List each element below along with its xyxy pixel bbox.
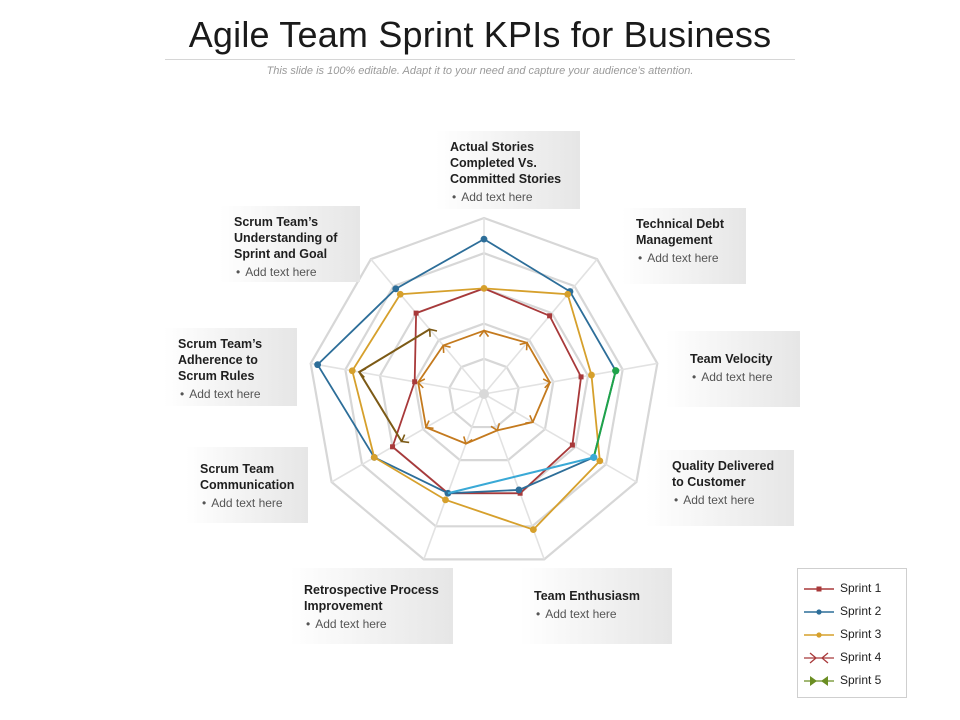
kpi-card-bullet: Add text here (672, 493, 788, 507)
kpi-card-bullet: Add text here (178, 387, 291, 401)
data-point-sprint-3 (564, 290, 572, 298)
kpi-card-title: Retrospective Process Improvement (304, 583, 439, 613)
highlight-point (612, 367, 620, 375)
kpi-card-scrum-communication: Scrum Team Communication Add text here (186, 447, 308, 523)
page-subtitle: This slide is 100% editable. Adapt it to… (266, 65, 694, 77)
radar-spoke (331, 393, 485, 483)
radar-spoke (370, 258, 485, 395)
data-point-sprint-3 (588, 371, 595, 379)
kpi-card-title: Team Velocity (690, 352, 773, 366)
data-point-sprint-5 (357, 367, 367, 379)
data-point-sprint-1 (413, 310, 419, 316)
data-point-sprint-2 (480, 235, 488, 243)
data-point-sprint-1 (569, 442, 575, 448)
kpi-card-title: Actual Stories Completed Vs. Committed S… (450, 140, 562, 186)
data-point-sprint-5 (428, 328, 438, 337)
series-line-sprint-4 (417, 329, 551, 445)
radar-grid-ring (448, 357, 520, 429)
radar-grid-ring (344, 252, 624, 528)
line-circle-marker-icon (804, 632, 834, 638)
converging-arrows-icon (804, 676, 834, 686)
kpi-card-bullet: Add text here (200, 496, 302, 510)
line-square-marker-icon (804, 586, 834, 592)
data-point-sprint-4 (442, 344, 451, 353)
data-point-sprint-2 (515, 486, 523, 494)
kpi-card-title: Scrum Team’s Understanding of Sprint and… (234, 215, 338, 261)
data-point-sprint-4 (416, 378, 426, 389)
series-line-sprint-3 (351, 287, 601, 531)
data-point-sprint-3 (348, 367, 356, 375)
kpi-card-title: Team Enthusiasm (534, 589, 641, 603)
data-point-sprint-4 (525, 414, 534, 424)
data-point-sprint-4 (478, 329, 490, 338)
kpi-card-bullet: Add text here (534, 607, 666, 621)
radar-center-dot (479, 389, 489, 399)
kpi-card-bullet: Add text here (636, 251, 740, 265)
legend-label: Sprint 4 (840, 650, 882, 664)
data-point-sprint-4 (424, 420, 434, 430)
kpi-card-team-velocity: Team Velocity Add text here (666, 331, 800, 407)
data-point-sprint-5 (400, 434, 410, 444)
data-point-sprint-4 (462, 436, 473, 445)
data-point-sprint-3 (442, 496, 449, 504)
legend-item-sprint-5: Sprint 5 (798, 672, 906, 690)
data-point-sprint-4 (542, 378, 552, 389)
radar-grid-ring (309, 216, 659, 561)
data-point-sprint-3 (529, 526, 537, 534)
data-point-sprint-3 (396, 290, 404, 298)
line-circle-marker-icon (804, 609, 834, 615)
kpi-card-title: Quality Delivered to Customer (672, 459, 775, 489)
kpi-card-bullet: Add text here (234, 265, 354, 279)
kpi-card-scrum-adherence: Scrum Team’s Adherence to Scrum Rules Ad… (164, 328, 297, 406)
radar-spoke (483, 258, 598, 395)
kpi-card-bullet: Add text here (450, 190, 574, 204)
data-point-sprint-3 (370, 453, 378, 461)
legend-label: Sprint 1 (840, 581, 882, 595)
kpi-card-retrospective: Retrospective Process Improvement Add te… (290, 568, 453, 644)
data-point-sprint-2 (314, 361, 322, 369)
kpi-card-title: Technical Debt Management (636, 217, 724, 247)
converging-arrows-icon (804, 652, 834, 664)
data-point-sprint-1 (412, 379, 418, 385)
radar-grid-ring (413, 322, 555, 462)
data-point-sprint-3 (480, 285, 488, 292)
legend-label: Sprint 3 (840, 627, 882, 641)
title-divider (165, 59, 795, 60)
data-point-sprint-1 (547, 313, 553, 319)
data-point-sprint-1 (517, 490, 523, 496)
highlight-segment (592, 370, 617, 458)
chart-legend: Sprint 1 Sprint 2 Sprint 3 Sprint 4 Spri… (797, 568, 907, 698)
data-point-sprint-4 (490, 422, 501, 432)
legend-label: Sprint 5 (840, 673, 882, 687)
kpi-card-actual-stories: Actual Stories Completed Vs. Committed S… (436, 131, 580, 209)
kpi-card-bullet: Add text here (690, 370, 794, 384)
kpi-card-scrum-understanding: Scrum Team’s Understanding of Sprint and… (220, 206, 360, 282)
radar-spoke (423, 393, 485, 560)
legend-item-sprint-1: Sprint 1 (798, 580, 906, 598)
data-point-sprint-1 (390, 444, 396, 450)
legend-label: Sprint 2 (840, 604, 882, 618)
series-line-sprint-1 (391, 287, 582, 495)
series-line-sprint-2 (316, 238, 617, 495)
legend-item-sprint-4: Sprint 4 (798, 649, 906, 667)
data-point-sprint-1 (578, 374, 584, 380)
radar-spoke (310, 362, 485, 395)
data-point-sprint-3 (596, 457, 604, 465)
radar-spoke (483, 362, 658, 395)
data-point-sprint-4 (519, 341, 528, 351)
kpi-card-title: Scrum Team Communication (200, 462, 295, 492)
radar-spoke (483, 393, 637, 483)
kpi-card-team-enthusiasm: Team Enthusiasm Add text here (520, 568, 672, 644)
kpi-card-quality-delivered: Quality Delivered to Customer Add text h… (646, 450, 794, 526)
kpi-card-technical-debt: Technical Debt Management Add text here (622, 208, 746, 284)
legend-item-sprint-2: Sprint 2 (798, 603, 906, 621)
data-point-sprint-2 (392, 285, 400, 293)
kpi-card-bullet: Add text here (304, 617, 447, 631)
highlight-point (590, 453, 598, 461)
legend-item-sprint-3: Sprint 3 (798, 626, 906, 644)
page-title: Agile Team Sprint KPIs for Business (188, 14, 772, 55)
kpi-card-title: Scrum Team’s Adherence to Scrum Rules (178, 337, 263, 383)
highlight-segment (447, 456, 594, 495)
